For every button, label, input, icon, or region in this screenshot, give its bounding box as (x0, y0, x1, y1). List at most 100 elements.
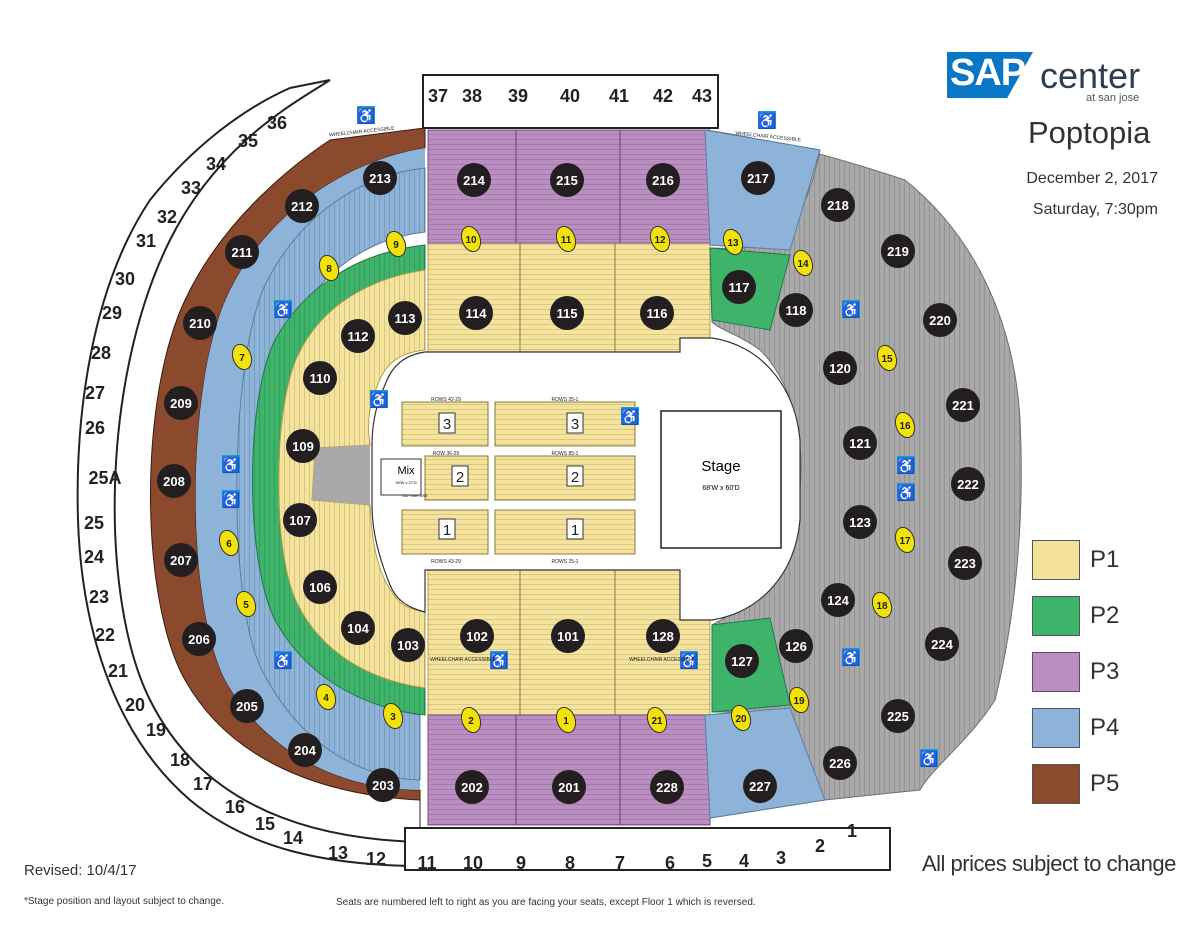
section-badge-207[interactable] (164, 543, 198, 577)
section-badge-102[interactable] (460, 619, 494, 653)
section-label-117: 117 (729, 280, 750, 295)
section-badge-202[interactable] (455, 770, 489, 804)
portal-label-21: 21 (651, 716, 663, 727)
event-title: Poptopia (1028, 115, 1151, 150)
section-badge-225[interactable] (881, 699, 915, 733)
section-badge-117[interactable] (722, 270, 756, 304)
section-badge-106[interactable] (303, 570, 337, 604)
section-badge-112[interactable] (341, 319, 375, 353)
section-badge-223[interactable] (948, 546, 982, 580)
wheelchair-icon (222, 490, 240, 508)
section-label-222: 222 (957, 477, 979, 492)
section-badge-224[interactable] (925, 627, 959, 661)
section-badge-110[interactable] (303, 361, 337, 395)
section-label-206: 206 (188, 632, 210, 647)
portal-19 (788, 686, 810, 714)
section-badge-214[interactable] (457, 163, 491, 197)
section-badge-103[interactable] (391, 628, 425, 662)
section-badge-216[interactable] (646, 163, 680, 197)
section-badge-212[interactable] (285, 189, 319, 223)
section-badge-218[interactable] (821, 188, 855, 222)
portal-label-5: 5 (243, 600, 249, 611)
stage-box (660, 410, 782, 549)
section-badge-227[interactable] (743, 769, 777, 803)
section-badge-215[interactable] (550, 163, 584, 197)
portal-15 (876, 344, 898, 372)
suite-ring-bottom (404, 827, 891, 871)
legend-swatch (1032, 540, 1080, 580)
portal-label-17: 17 (899, 536, 911, 547)
floor-row-label: ROWS 25-1 (552, 559, 579, 565)
portal-18 (871, 591, 893, 619)
suite-43: 43 (692, 86, 712, 106)
floor-block-number-box (566, 465, 584, 487)
section-badge-120[interactable] (823, 351, 857, 385)
floor-block-number-box (566, 412, 584, 434)
section-label-205: 205 (236, 699, 258, 714)
section-badge-123[interactable] (843, 505, 877, 539)
section-badge-115[interactable] (550, 296, 584, 330)
section-badge-113[interactable] (388, 301, 422, 335)
floor-block-number-box (438, 412, 456, 434)
section-label-223: 223 (954, 556, 976, 571)
floor-row-label: ROWS 25-1 (552, 397, 579, 403)
section-badge-104[interactable] (341, 611, 375, 645)
wheelchair-glyph: ♿ (370, 391, 389, 409)
section-badge-217[interactable] (741, 161, 775, 195)
section-badge-219[interactable] (881, 234, 915, 268)
suite-3: 3 (776, 848, 786, 868)
unpriced-wedge (312, 445, 370, 505)
section-badge-126[interactable] (779, 629, 813, 663)
portal-1 (555, 706, 577, 734)
portal-label-16: 16 (899, 421, 911, 432)
section-label-113: 113 (395, 311, 416, 326)
section-badge-118[interactable] (779, 293, 813, 327)
section-label-210: 210 (189, 316, 211, 331)
section-badge-203[interactable] (366, 768, 400, 802)
rows (495, 402, 635, 446)
suite-34: 34 (206, 154, 226, 174)
section-badge-204[interactable] (288, 733, 322, 767)
section-label-226: 226 (829, 756, 851, 771)
suite-28: 28 (91, 343, 111, 363)
portal-16 (894, 411, 916, 439)
section-badge-127[interactable] (725, 644, 759, 678)
section-badge-124[interactable] (821, 583, 855, 617)
section-badge-205[interactable] (230, 689, 264, 723)
wheelchair-glyph: ♿ (920, 750, 939, 768)
section-badge-209[interactable] (164, 386, 198, 420)
section-badge-208[interactable] (157, 464, 191, 498)
section-badge-228[interactable] (650, 770, 684, 804)
section-badge-114[interactable] (459, 296, 493, 330)
section-badge-220[interactable] (923, 303, 957, 337)
section-badge-101[interactable] (551, 619, 585, 653)
section-badge-213[interactable] (363, 161, 397, 195)
legend-label: P4 (1090, 714, 1120, 741)
section-badge-221[interactable] (946, 388, 980, 422)
wheelchair-glyph: ♿ (490, 652, 509, 670)
section-label-227: 227 (749, 779, 771, 794)
section-badge-201[interactable] (552, 770, 586, 804)
section-label-109: 109 (292, 439, 314, 454)
suite-27: 27 (85, 383, 105, 403)
section-badge-222[interactable] (951, 467, 985, 501)
suite-11: 11 (417, 853, 436, 873)
floor-row-label: ROWS 43-29 (431, 559, 461, 565)
section-badge-206[interactable] (182, 622, 216, 656)
section-badge-109[interactable] (286, 429, 320, 463)
stage-dims: 68'W x 60'D (702, 485, 739, 492)
section-badge-210[interactable] (183, 306, 217, 340)
floor-row-label: ROWS 85-1 (552, 451, 579, 457)
p4-left-upper (195, 148, 425, 790)
section-badge-128[interactable] (646, 619, 680, 653)
section-badge-226[interactable] (823, 746, 857, 780)
section-badge-107[interactable] (283, 503, 317, 537)
section-badge-121[interactable] (843, 426, 877, 460)
suite-41: 41 (609, 86, 629, 106)
portal-label-1: 1 (563, 716, 569, 727)
portal-3 (382, 702, 404, 730)
section-badge-211[interactable] (225, 235, 259, 269)
section-badge-116[interactable] (640, 296, 674, 330)
suite-9: 9 (516, 853, 526, 873)
section-label-220: 220 (929, 313, 951, 328)
